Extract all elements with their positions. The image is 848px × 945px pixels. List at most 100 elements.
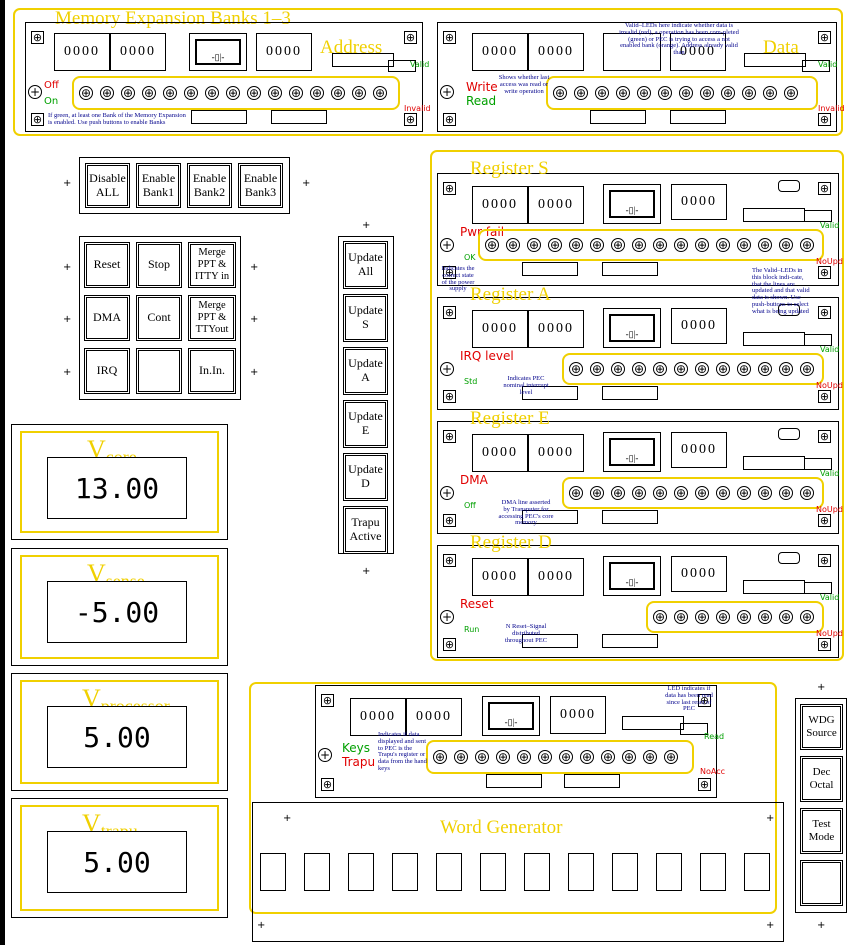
bank-note: If green, at least one Bank of the Memor… [48, 112, 186, 126]
word-key-6[interactable] [480, 853, 506, 891]
register-switch[interactable] [804, 458, 832, 470]
register-state-switch[interactable]: + [440, 238, 454, 252]
led-icon: ⊕ [595, 86, 609, 100]
bank-state-switch[interactable]: + [28, 85, 42, 99]
led-icon: ⊕ [268, 86, 282, 100]
valid-note: Valid–LEDs here indicate whether data is… [619, 22, 739, 57]
register-led-row: ⊕⊕⊕⊕⊕⊕⊕⊕⊕⊕⊕⊕ [562, 353, 824, 385]
word-generator-keypanel [252, 802, 784, 942]
word-key-4[interactable] [392, 853, 418, 891]
update-a-button[interactable]: Update A [343, 347, 388, 395]
screw-icon: ⊕ [443, 182, 456, 195]
dec-octal-button[interactable]: Dec Octal [800, 756, 843, 802]
vsense-meter: Vsense -5.00 [11, 548, 228, 666]
word-key-3[interactable] [348, 853, 374, 891]
word-key-11[interactable] [700, 853, 726, 891]
update-e-button[interactable]: Update E [343, 400, 388, 448]
screw-icon: ⊕ [818, 390, 831, 403]
merge-ppt-itty-in-button[interactable]: Merge PPT & ITTY in [188, 242, 236, 288]
vprocessor-meter: Vprocessor 5.00 [11, 673, 228, 791]
disable-all-button[interactable]: Disable ALL [85, 163, 130, 208]
screw-icon: ⊕ [818, 554, 831, 567]
led-icon: ⊕ [758, 238, 772, 252]
word-key-1[interactable] [260, 853, 286, 891]
word-key-2[interactable] [304, 853, 330, 891]
register-state-switch[interactable]: + [440, 486, 454, 500]
access-switch[interactable]: + [440, 85, 454, 99]
wdg-source-button[interactable]: WDG Source [800, 704, 843, 750]
enable-bank1-button[interactable]: Enable Bank1 [136, 163, 181, 208]
led-icon: ⊕ [553, 86, 567, 100]
screw-icon: ⊕ [818, 306, 831, 319]
blank-button[interactable] [136, 348, 182, 394]
merge-ppt-ttyout-button[interactable]: Merge PPT & TTYout [188, 295, 236, 341]
wg-tab-2 [564, 774, 620, 788]
crystal-icon: -▯|- [488, 702, 534, 730]
valid-label: Valid [818, 60, 838, 69]
in-in-button[interactable]: In.In. [188, 348, 236, 394]
update-all-button[interactable]: Update All [343, 241, 388, 289]
read-label: Read [466, 94, 497, 108]
led-icon: ⊕ [763, 86, 777, 100]
led-icon: ⊕ [310, 86, 324, 100]
screw-icon: ⊕ [818, 182, 831, 195]
off-label: Off [44, 80, 59, 91]
register-state-switch[interactable]: + [440, 362, 454, 376]
address-panel: ⊕ ⊕ ⊕ ⊕ 0000 0000 -▯|- 0000 Off On + ⊕⊕⊕… [25, 22, 431, 132]
irq-button[interactable]: IRQ [84, 348, 130, 394]
register-tab-1 [522, 634, 578, 648]
register-switch[interactable] [804, 334, 832, 346]
data-display-high: 0000 [472, 33, 528, 71]
address-switch[interactable] [388, 60, 416, 72]
dma-button[interactable]: DMA [84, 295, 130, 341]
led-icon: ⊕ [779, 486, 793, 500]
update-s-button[interactable]: Update S [343, 294, 388, 342]
register-state-switch[interactable]: + [440, 610, 454, 624]
register-on-label: DMA [460, 473, 488, 487]
reset-button[interactable]: Reset [84, 242, 130, 288]
register-switch[interactable] [804, 210, 832, 222]
register-display-high: 0000 [472, 434, 528, 472]
trapu-active-button[interactable]: Trapu Active [343, 506, 388, 554]
word-key-8[interactable] [568, 853, 594, 891]
register-switch[interactable] [804, 582, 832, 594]
screw-icon: ⊕ [443, 554, 456, 567]
test-mode-button[interactable]: Test Mode [800, 808, 843, 854]
data-switch[interactable] [802, 60, 830, 72]
screw-icon: ⊕ [818, 514, 831, 527]
stop-button[interactable]: Stop [136, 242, 182, 288]
word-generator-group [249, 682, 777, 914]
keys-trapu-switch[interactable]: + [318, 748, 332, 762]
update-d-button[interactable]: Update D [343, 453, 388, 501]
register-s-panel: ⊕ ⊕ ⊕ ⊕ 0000 0000 -▯|- 0000 + Pwr fail O… [437, 173, 843, 292]
screw-icon: ⊕ [698, 694, 711, 707]
led-icon: ⊕ [569, 486, 583, 500]
word-key-5[interactable] [436, 853, 462, 891]
word-key-10[interactable] [656, 853, 682, 891]
screw-icon: ⊕ [443, 266, 456, 279]
screw-icon: ⊕ [404, 113, 417, 126]
register-a-panel: ⊕ ⊕ ⊕ ⊕ 0000 0000 -▯|- 0000 + IRQ level … [437, 297, 843, 410]
word-generator-title: Word Generator [440, 817, 563, 838]
register-component: -▯|- [603, 432, 661, 472]
memory-expansion-title: Memory Expansion Banks 1–3 [55, 8, 291, 29]
data-label: Data [763, 37, 799, 58]
vsense-value: -5.00 [47, 581, 187, 643]
led-icon: ⊕ [664, 750, 678, 764]
enable-bank2-button[interactable]: Enable Bank2 [187, 163, 232, 208]
led-icon: ⊕ [79, 86, 93, 100]
led-icon: ⊕ [800, 238, 814, 252]
address-tab-1 [191, 110, 247, 124]
word-key-9[interactable] [612, 853, 638, 891]
led-icon: ⊕ [538, 750, 552, 764]
wg-switch[interactable] [680, 723, 708, 735]
word-key-12[interactable] [744, 853, 770, 891]
enable-bank3-button[interactable]: Enable Bank3 [238, 163, 283, 208]
led-icon: ⊕ [674, 362, 688, 376]
word-key-7[interactable] [524, 853, 550, 891]
led-icon: ⊕ [800, 610, 814, 624]
led-icon: ⊕ [527, 238, 541, 252]
cont-button[interactable]: Cont [136, 295, 182, 341]
blank-side-button[interactable] [800, 860, 843, 906]
register-display-high: 0000 [472, 558, 528, 596]
